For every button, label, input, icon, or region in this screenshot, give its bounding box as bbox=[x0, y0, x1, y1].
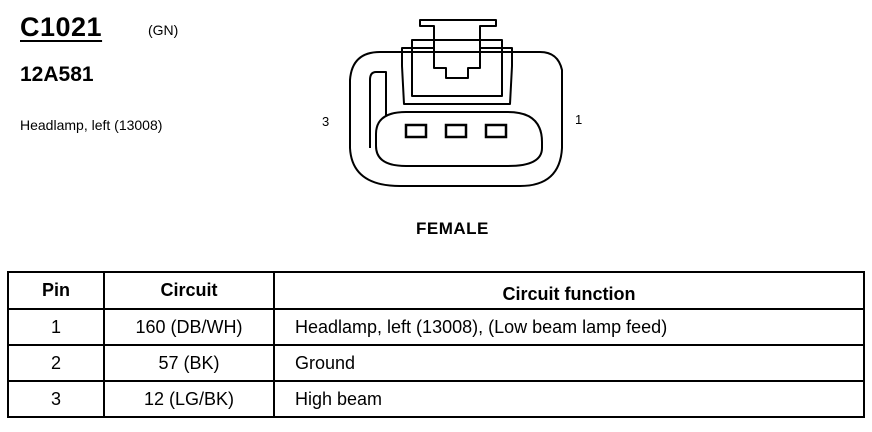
table-row: 1 160 (DB/WH) Headlamp, left (13008), (L… bbox=[7, 308, 865, 346]
column-header-circuit-function: Circuit function bbox=[273, 271, 865, 310]
circuit-function-cell: Headlamp, left (13008), (Low beam lamp f… bbox=[273, 308, 865, 346]
circuit-function-cell: Ground bbox=[273, 344, 865, 382]
pin-cell: 2 bbox=[7, 344, 105, 382]
circuit-cell: 160 (DB/WH) bbox=[103, 308, 275, 346]
terminal-cavity-3 bbox=[404, 123, 428, 139]
pin-cell: 1 bbox=[7, 308, 105, 346]
part-number: 12A581 bbox=[20, 63, 94, 86]
connector-lock-finger bbox=[369, 71, 387, 148]
column-header-circuit: Circuit bbox=[103, 271, 275, 310]
connector-face-diagram bbox=[349, 19, 563, 187]
latch-tab bbox=[433, 40, 481, 79]
circuit-function-cell: High beam bbox=[273, 380, 865, 418]
terminal-cavity-1 bbox=[484, 123, 508, 139]
connector-latch bbox=[401, 19, 513, 105]
pin-number-label-left: 3 bbox=[322, 114, 330, 129]
connector-housing-outline bbox=[349, 51, 563, 187]
circuit-cell: 12 (LG/BK) bbox=[103, 380, 275, 418]
wire-color-code: (GN) bbox=[148, 22, 179, 38]
latch-inner-frame bbox=[411, 39, 503, 97]
circuit-cell: 57 (BK) bbox=[103, 344, 275, 382]
terminal-cavity-2 bbox=[444, 123, 468, 139]
pin-number-label-right: 1 bbox=[575, 112, 583, 127]
pin-cell: 3 bbox=[7, 380, 105, 418]
table-row: 2 57 (BK) Ground bbox=[7, 344, 865, 382]
connector-id: C1021 bbox=[20, 12, 103, 42]
terminal-cavity-frame bbox=[375, 111, 543, 167]
pinout-table: Pin Circuit Circuit function 1 160 (DB/W… bbox=[7, 271, 865, 418]
table-header-row: Pin Circuit Circuit function bbox=[7, 271, 865, 310]
table-row: 3 12 (LG/BK) High beam bbox=[7, 380, 865, 418]
connector-location: Headlamp, left (13008) bbox=[20, 117, 163, 133]
column-header-pin: Pin bbox=[7, 271, 105, 310]
connector-gender-label: FEMALE bbox=[416, 219, 489, 238]
